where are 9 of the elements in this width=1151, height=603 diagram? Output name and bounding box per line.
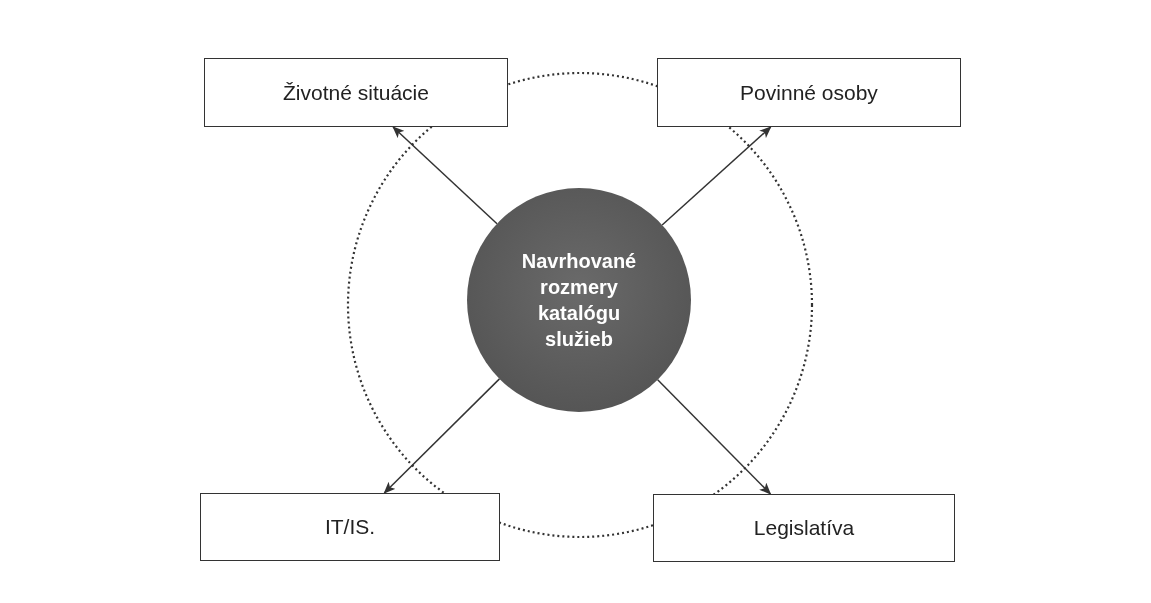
arrow: [656, 378, 772, 495]
arrow: [392, 126, 498, 225]
label-box: Legislatíva: [653, 494, 955, 562]
label-box: Povinné osoby: [657, 58, 961, 127]
arrow: [661, 126, 772, 226]
arrow: [383, 378, 501, 494]
label-box: IT/IS.: [200, 493, 500, 561]
circle-label: Navrhované rozmery katalógu služieb: [520, 249, 638, 352]
label-box: Životné situácie: [204, 58, 508, 127]
